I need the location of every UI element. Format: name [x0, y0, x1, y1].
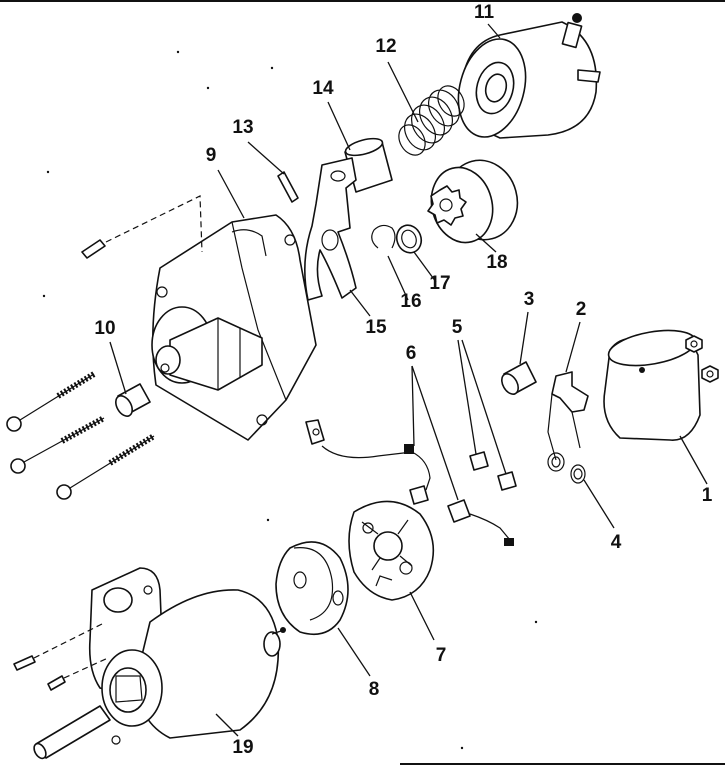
callout-15: 15	[365, 317, 387, 338]
leader-lines	[109, 23, 708, 737]
part-brush-with-lead[interactable]	[447, 499, 514, 546]
callout-12: 12	[375, 36, 396, 57]
part-field-frame-armature[interactable]	[32, 567, 286, 760]
part-circlip[interactable]	[371, 224, 396, 249]
callout-9: 9	[206, 145, 217, 166]
part-shift-fork[interactable]	[304, 157, 357, 301]
part-through-bolt-2[interactable]	[10, 415, 106, 474]
part-brush-spring-plate[interactable]	[547, 371, 589, 461]
callout-2: 2	[576, 299, 587, 320]
part-drive-end-housing[interactable]	[151, 214, 317, 441]
callout-6: 6	[406, 343, 417, 364]
scan-specks	[42, 50, 538, 750]
callout-11: 11	[474, 2, 495, 23]
part-bushing[interactable]	[112, 383, 151, 419]
callout-8: 8	[369, 679, 380, 700]
part-thrust-collar[interactable]	[393, 222, 425, 257]
alignment-line-lower-2	[63, 657, 109, 679]
callout-7: 7	[436, 645, 447, 666]
part-brushes[interactable]	[469, 451, 517, 491]
callout-10: 10	[94, 318, 115, 339]
part-pivot-pin[interactable]	[277, 171, 299, 203]
callout-17: 17	[429, 273, 450, 294]
part-drive-pinion[interactable]	[423, 152, 526, 249]
alignment-line-upper	[105, 195, 203, 253]
callout-19: 19	[232, 737, 253, 758]
callout-4: 4	[611, 532, 622, 553]
part-nuts[interactable]	[685, 335, 719, 383]
part-brush-springs[interactable]	[547, 452, 586, 484]
part-commutator-end-plate[interactable]	[275, 541, 349, 636]
part-end-screws[interactable]	[13, 655, 66, 691]
callout-5: 5	[452, 317, 463, 338]
part-brush-plate[interactable]	[348, 500, 435, 601]
callout-1: 1	[702, 485, 713, 506]
part-brush-lead-wire[interactable]	[305, 419, 431, 505]
callout-18: 18	[486, 252, 507, 273]
part-housing-bolt-upper[interactable]	[81, 239, 106, 259]
callout-3: 3	[524, 289, 535, 310]
part-through-bolt-1[interactable]	[6, 371, 96, 432]
callout-14: 14	[312, 78, 334, 99]
alignment-line-lower-1	[33, 623, 103, 659]
part-solenoid[interactable]	[448, 13, 601, 145]
part-through-bolt-3[interactable]	[56, 433, 156, 500]
part-end-cap[interactable]	[603, 325, 701, 441]
callout-16: 16	[400, 291, 421, 312]
part-commutator-bushing[interactable]	[498, 361, 537, 397]
callout-13: 13	[232, 117, 253, 138]
part-return-spring[interactable]	[394, 81, 470, 160]
